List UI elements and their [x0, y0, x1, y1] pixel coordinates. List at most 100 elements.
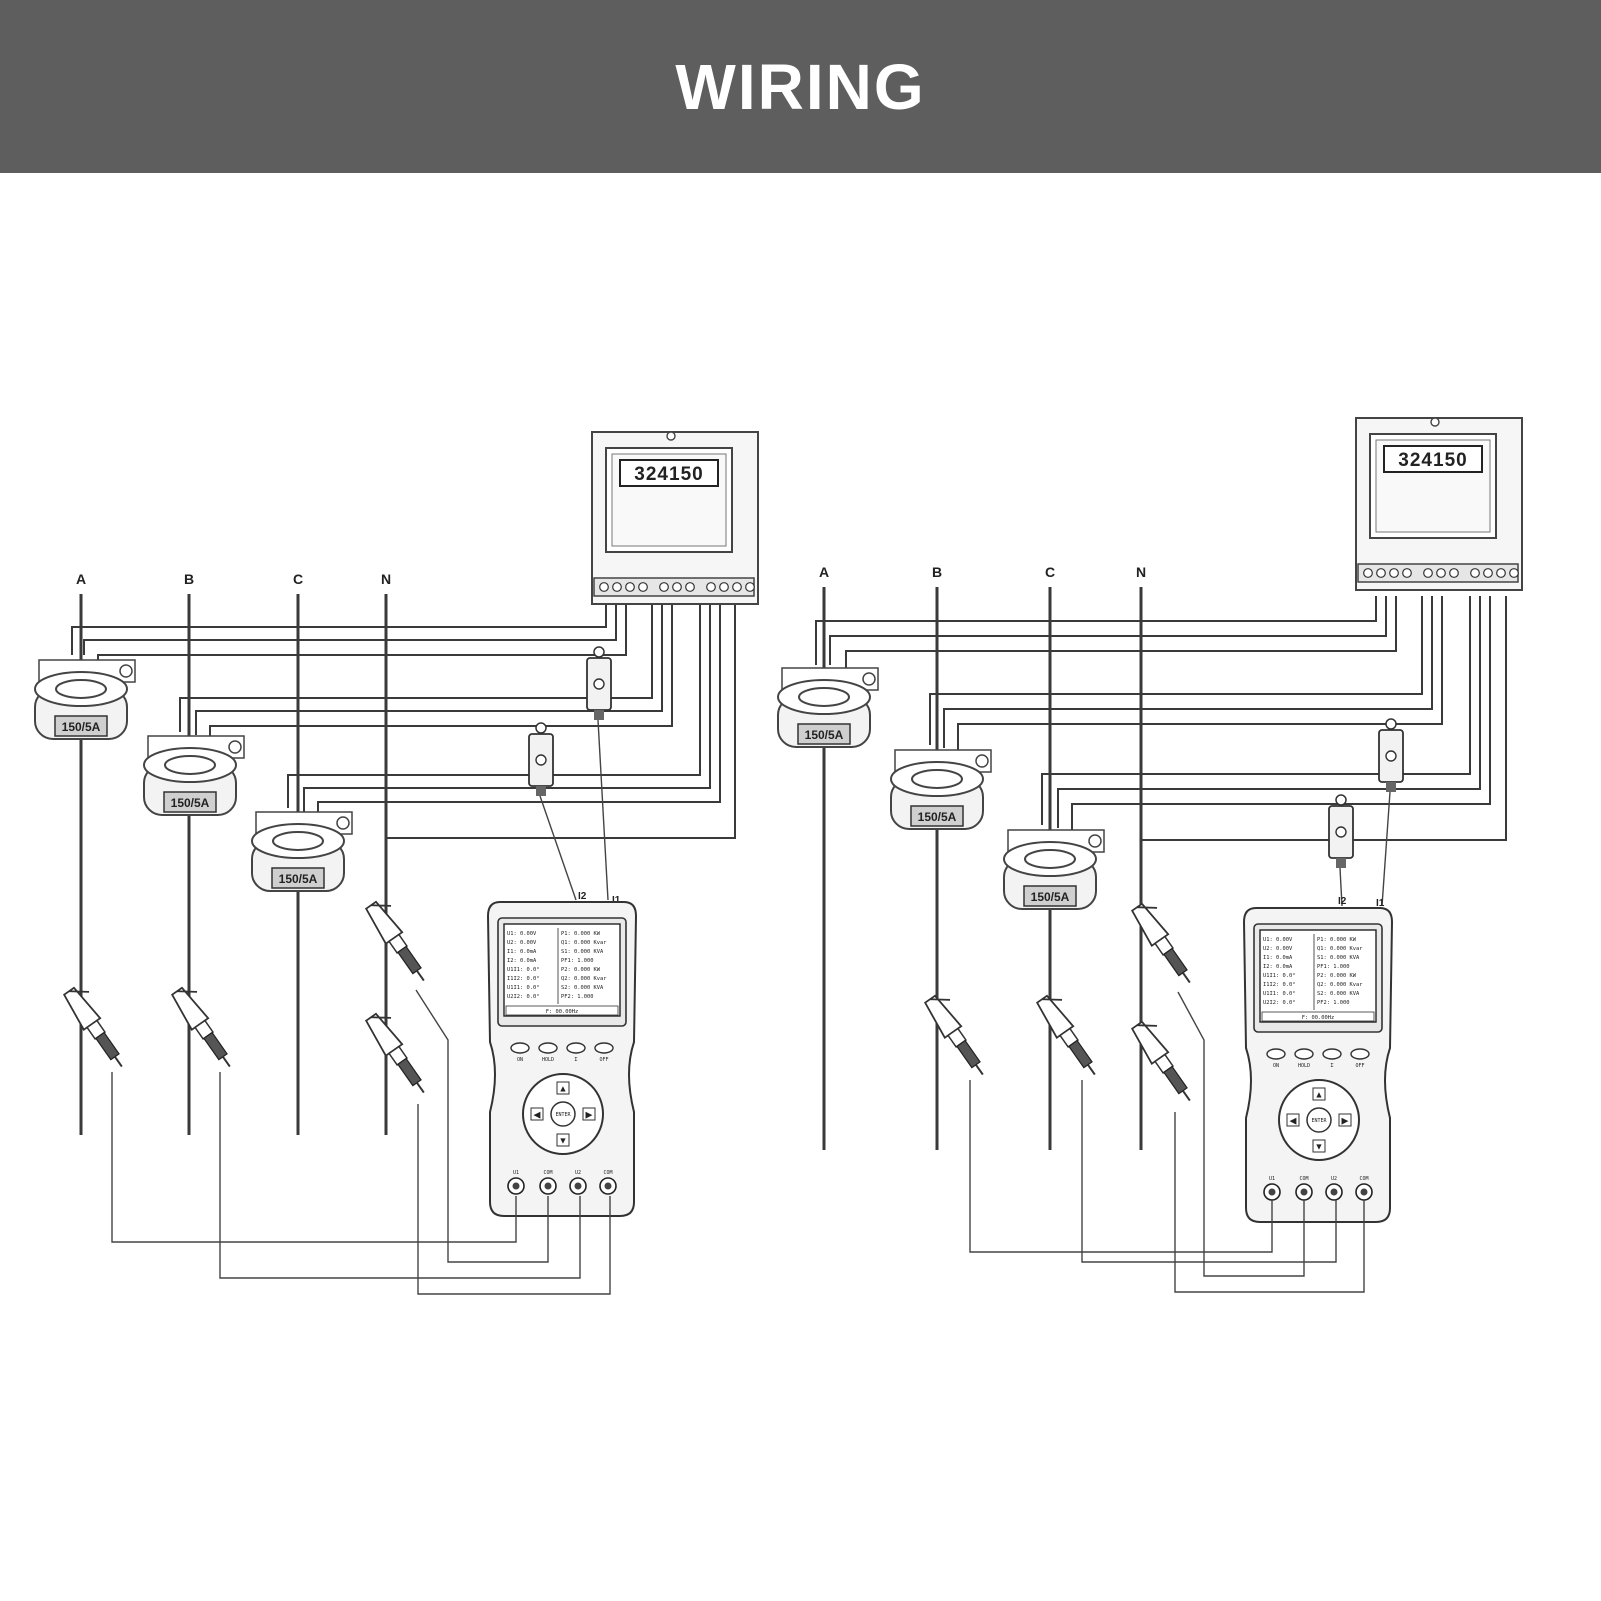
phase-label: C	[1045, 564, 1055, 580]
alligator-clip	[923, 994, 984, 1076]
tester-key-label: HOLD	[1298, 1063, 1310, 1069]
meter-terminal	[1376, 568, 1386, 578]
tester-arrow-glyph: ◀	[1290, 1116, 1297, 1126]
ct-mount-screw	[119, 664, 133, 678]
ct-secondary-wire	[195, 602, 663, 735]
tester-arrow-key	[556, 1081, 570, 1095]
screen-reading-right: P1: 0.000 KW	[1317, 937, 1357, 943]
meter-reading: 324150	[634, 464, 703, 485]
clamp-cable-boot	[536, 786, 546, 796]
ct-secondary-wire	[209, 602, 673, 738]
tester-arrow-key	[1286, 1113, 1300, 1127]
meter-terminal	[732, 582, 742, 592]
clamp-head	[535, 722, 547, 734]
meter-counter	[1383, 445, 1483, 473]
tester-function-key	[566, 1042, 586, 1054]
ct-secondary-wire	[1057, 596, 1481, 828]
ct-window	[272, 831, 324, 851]
screen-reading-right: Q1: 0.000 Kvar	[561, 940, 607, 946]
clip-lever	[69, 990, 90, 993]
ct-secondary-wire	[179, 602, 653, 732]
meter-terminal	[1363, 568, 1373, 578]
clip-lead	[975, 1064, 984, 1076]
clip-boot	[1068, 1039, 1093, 1069]
clip-boot	[397, 1057, 422, 1087]
voltage-test-lead	[1081, 1080, 1337, 1263]
voltage-test-lead	[1177, 991, 1305, 1277]
clip-lever	[1137, 906, 1158, 909]
screen-reading-left: U1: 0.00V	[1263, 937, 1293, 943]
clip-lead	[114, 1056, 123, 1068]
ct-mount-screw	[975, 754, 989, 768]
tester-jack-label: COM	[543, 1170, 552, 1176]
clip-jaw	[170, 986, 210, 1032]
alligator-clip	[1130, 1020, 1191, 1102]
clamp-cable-boot	[1336, 858, 1346, 868]
meter-terminal	[625, 582, 635, 592]
tester-arrow-glyph: ◀	[534, 1110, 541, 1120]
screen-reading-left: U1I1: 0.0°	[507, 967, 539, 973]
clamp-pivot	[535, 754, 547, 766]
clip-lever	[177, 990, 198, 993]
clip-jaw	[1035, 994, 1075, 1040]
phase-label: A	[76, 571, 86, 587]
voltage-test-lead	[417, 1104, 611, 1295]
screen-reading-left: I2: 0.0mA	[507, 958, 537, 964]
clamp-pivot	[1335, 826, 1347, 838]
tester-arrow-key	[1338, 1113, 1352, 1127]
clip-jaw	[923, 994, 963, 1040]
clip-lead	[1182, 1090, 1191, 1102]
tester-jack-socket	[604, 1182, 612, 1190]
clip-boot	[1163, 947, 1188, 977]
clip-boot	[1163, 1065, 1188, 1095]
screen-reading-left: U1I1: 0.0°	[1263, 973, 1295, 979]
ct-secondary-wire	[845, 596, 1397, 670]
meter-reading: 324150	[1398, 450, 1467, 471]
ct-secondary-wire	[83, 602, 617, 655]
clamp-label-i2: I2	[578, 891, 587, 902]
meter-terminal	[1483, 568, 1493, 578]
tester-jack-socket	[1360, 1188, 1368, 1196]
tester-jack-label: COM	[1359, 1176, 1368, 1182]
meter-terminal	[1402, 568, 1412, 578]
tester-screen	[1259, 929, 1377, 1023]
tester-arrow-glyph: ▲	[559, 1084, 568, 1094]
tester-jack-socket	[1300, 1188, 1308, 1196]
tester-jack-label: U2	[1331, 1176, 1337, 1182]
phase-label: B	[932, 564, 942, 580]
header-banner: WIRING	[0, 0, 1601, 173]
clamp-lead-wire	[1339, 867, 1343, 907]
phase-label: A	[819, 564, 829, 580]
ct-rating-label: 150/5A	[171, 796, 210, 810]
ct-rating-label: 150/5A	[1031, 890, 1070, 904]
phase-label: N	[381, 571, 391, 587]
screen-reading-left: I1I2: 0.0°	[507, 976, 539, 982]
tester-arrow-key	[1312, 1087, 1326, 1101]
tester-jack-socket	[574, 1182, 582, 1190]
voltage-test-lead	[111, 1072, 517, 1243]
alligator-clip	[364, 900, 425, 982]
meter-seal-screw	[666, 431, 676, 441]
clip-lead	[222, 1056, 231, 1068]
meter-terminal	[1389, 568, 1399, 578]
screen-reading-left: U1I1: 0.0°	[507, 985, 539, 991]
ct-secondary-wire	[815, 596, 1377, 665]
screen-reading-left: U2: 0.00V	[507, 940, 537, 946]
screen-reading-right: S2: 0.000 KVA	[561, 985, 604, 991]
ct-secondary-wire	[287, 602, 701, 808]
screen-reading-left: I1I2: 0.0°	[1263, 982, 1295, 988]
ct-window	[164, 755, 216, 775]
clip-lever	[371, 1016, 392, 1019]
tester-enter-label: ENTER	[555, 1112, 571, 1118]
screen-frequency: F: 00.00Hz	[1302, 1015, 1334, 1021]
clamp-pivot	[593, 678, 605, 690]
clamp-cable-boot	[1386, 782, 1396, 792]
meter-terminal	[638, 582, 648, 592]
screen-status-bar	[505, 1005, 619, 1016]
meter-terminal	[1470, 568, 1480, 578]
ct-secondary-wire	[1141, 596, 1507, 841]
ct-secondary-wire	[386, 602, 736, 839]
ct-mount-screw	[336, 816, 350, 830]
ct-secondary-wire	[829, 596, 1387, 665]
